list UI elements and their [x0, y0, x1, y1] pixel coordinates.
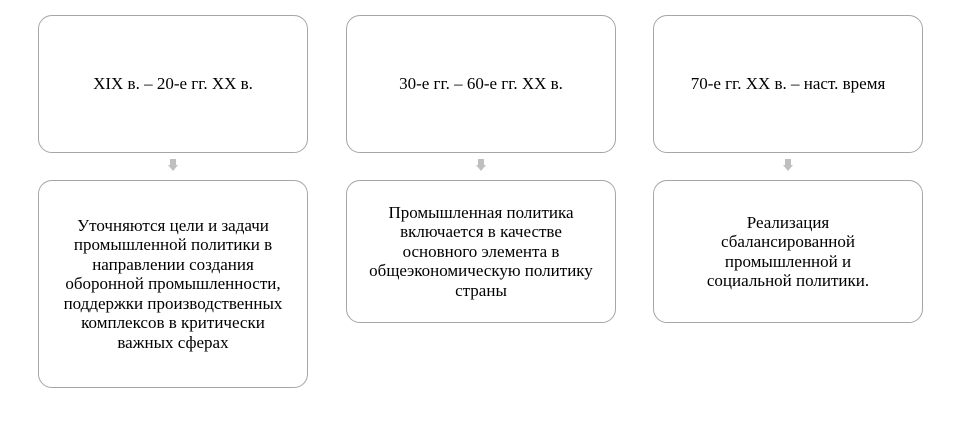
down-arrow-icon	[168, 159, 178, 172]
description-box-3: Реализация сбалансированной промышленной…	[653, 180, 923, 323]
description-text: Уточняются цели и задачи промышленной по…	[63, 215, 283, 352]
period-box-1: XIX в. – 20-е гг. XX в.	[38, 15, 308, 153]
down-arrow-icon	[783, 159, 793, 172]
description-text: Промышленная политика включается в качес…	[369, 202, 593, 300]
period-label: XIX в. – 20-е гг. XX в.	[93, 74, 253, 94]
description-box-2: Промышленная политика включается в качес…	[346, 180, 616, 323]
description-text: Реализация сбалансированной промышленной…	[706, 212, 870, 291]
down-arrow-icon	[476, 159, 486, 172]
period-box-2: 30-е гг. – 60-е гг. XX в.	[346, 15, 616, 153]
description-box-1: Уточняются цели и задачи промышленной по…	[38, 180, 308, 388]
period-label: 70-е гг. XX в. – наст. время	[690, 74, 886, 94]
period-box-3: 70-е гг. XX в. – наст. время	[653, 15, 923, 153]
period-label: 30-е гг. – 60-е гг. XX в.	[399, 74, 563, 94]
